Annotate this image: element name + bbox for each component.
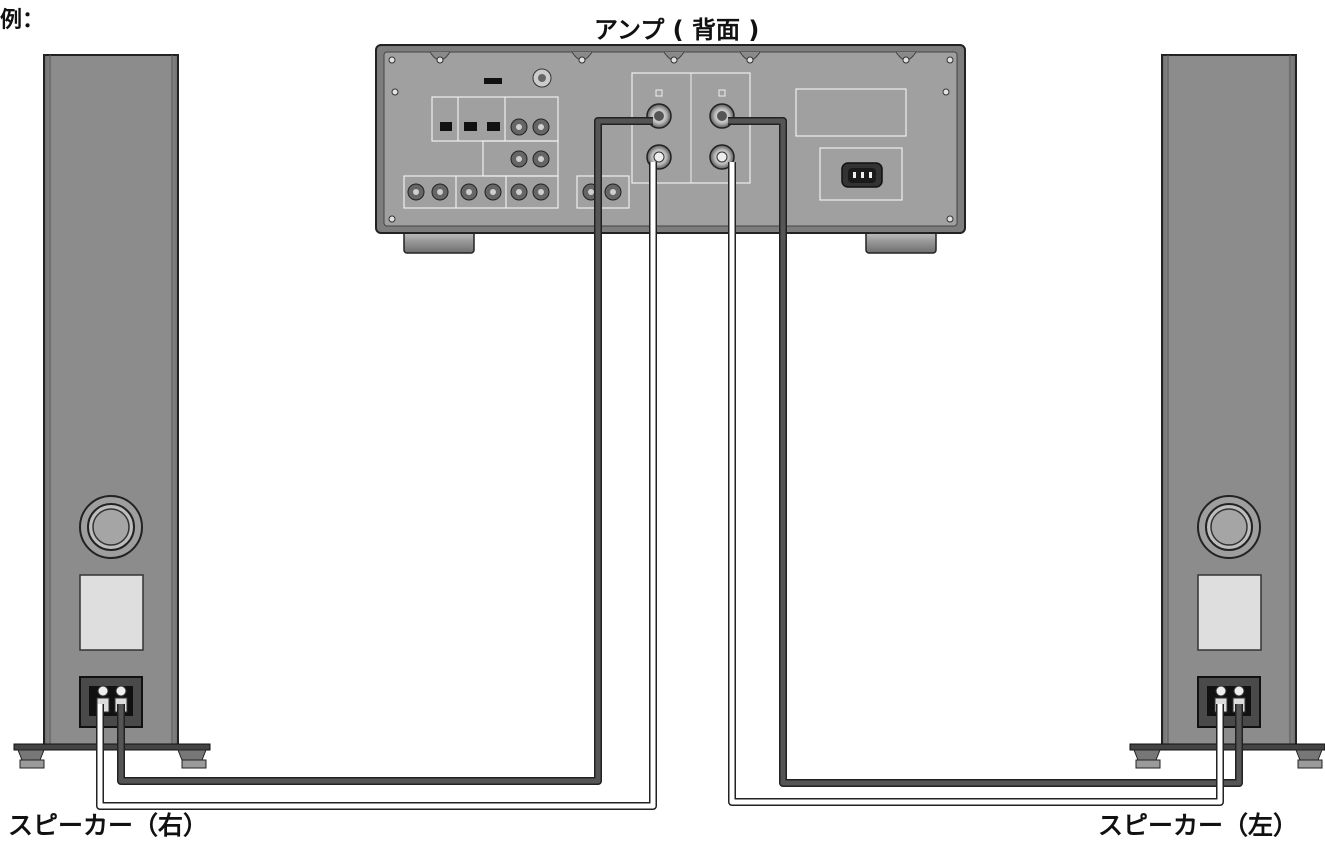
speaker-left-label: スピーカー（左） [1098, 811, 1299, 840]
speaker-left [1129, 54, 1325, 769]
speaker-cable-left [728, 117, 1243, 806]
speaker-right-label: スピーカー（右） [8, 811, 209, 840]
amp-speaker-terminal-icon [646, 103, 735, 170]
speaker-right [13, 54, 211, 769]
power-inlet-icon [841, 162, 883, 188]
example-label: 例： [0, 8, 45, 33]
amplifier-rear [375, 44, 966, 254]
speaker-cable-right [96, 117, 657, 810]
amplifier-label: アンプ ( 背面 ) [594, 16, 760, 44]
